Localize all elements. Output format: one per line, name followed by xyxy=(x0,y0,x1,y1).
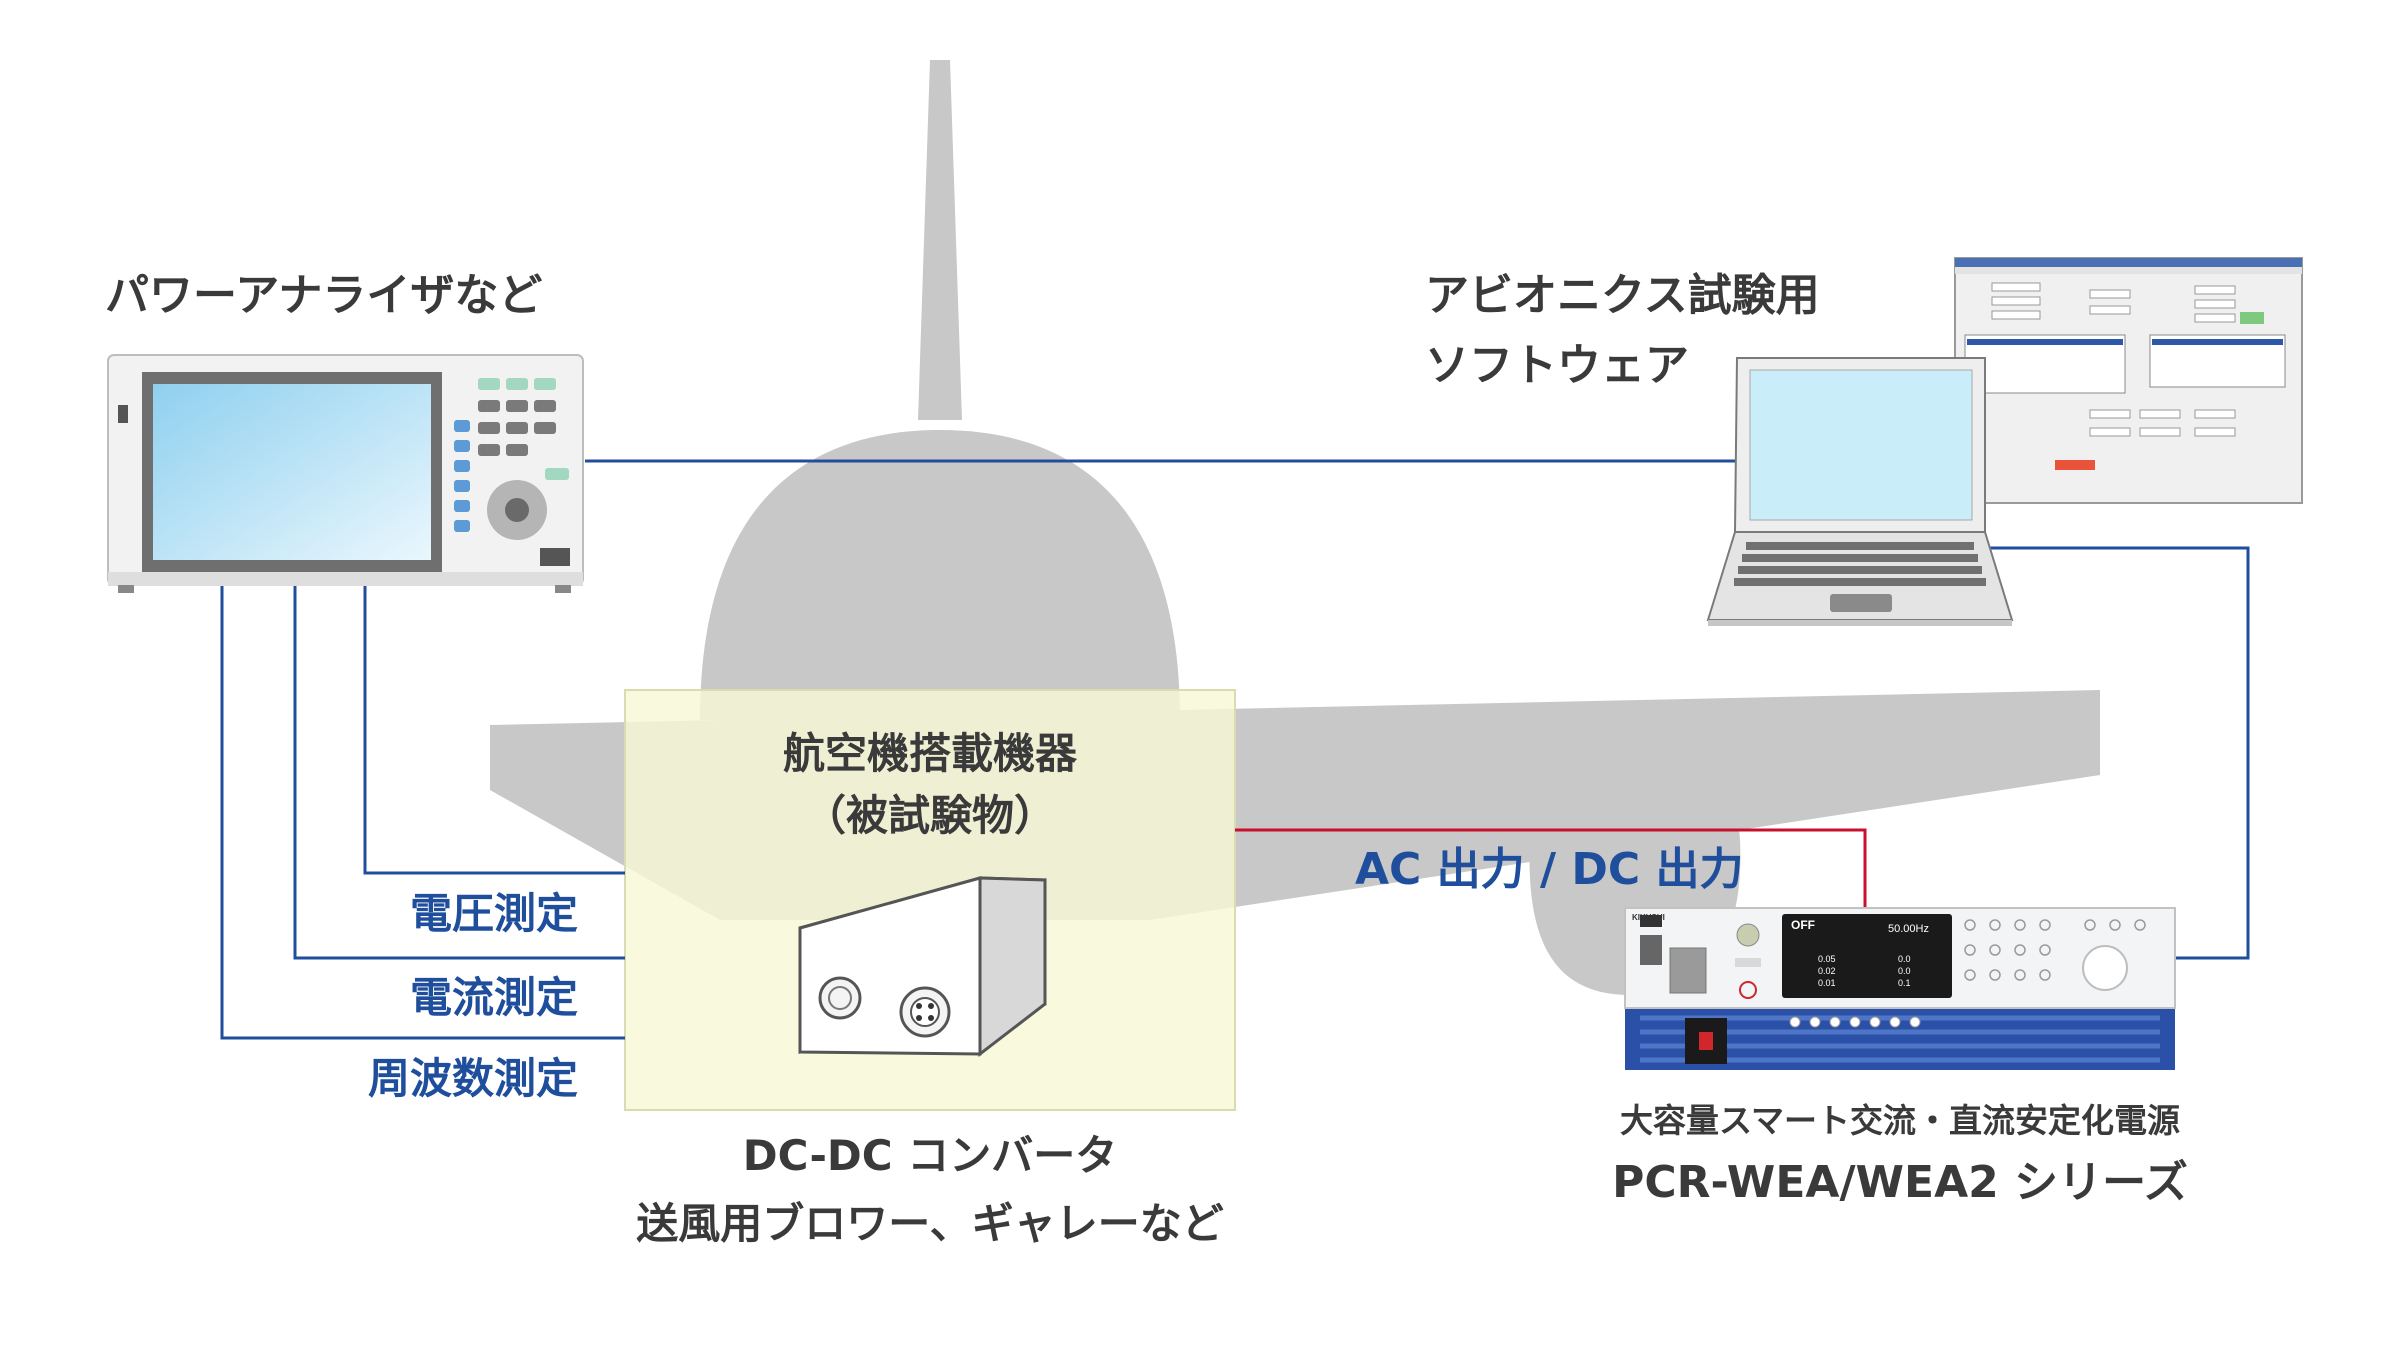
psu-output-off: OFF xyxy=(1791,918,1815,932)
dut-title: 航空機搭載機器 xyxy=(782,729,1077,778)
psu-brand: KIKUSUI xyxy=(1632,913,1665,922)
current-measure-label: 電流測定 xyxy=(409,973,578,1022)
signal-lines xyxy=(220,459,2250,1040)
dut-examples-line1: DC-DC コンバータ xyxy=(742,1131,1118,1180)
voltage-measure-label: 電圧測定 xyxy=(409,889,578,938)
power-analyzer-icon xyxy=(107,354,584,593)
dut-examples-line2: 送風用ブロワー、ギャレーなど xyxy=(636,1199,1224,1248)
power-output-line xyxy=(1235,828,1867,912)
airplane-fuselage xyxy=(700,430,1180,720)
psu-description-label: 大容量スマート交流・直流安定化電源 xyxy=(1619,1101,2180,1140)
psu-reading-left-3: 0.01 xyxy=(1818,978,1836,988)
psu-reading-right-2: 0.0 xyxy=(1898,966,1911,976)
power-analyzer-label: パワーアナライザなど xyxy=(105,270,543,321)
software-label-line2: ソフトウェア xyxy=(1425,340,1689,391)
frequency-line xyxy=(220,585,625,1040)
dc-dc-converter-icon xyxy=(798,876,1047,1058)
voltage-line xyxy=(363,585,625,875)
laptop-icon xyxy=(1706,357,2014,626)
psu-reading-left-2: 0.02 xyxy=(1818,966,1836,976)
dut-subtitle: （被試験物） xyxy=(803,791,1056,840)
software-label-line1: アビオニクス試験用 xyxy=(1425,270,1820,321)
ac-dc-output-label: AC 出力 / DC 出力 xyxy=(1355,844,1744,895)
psu-reading-right-3: 0.1 xyxy=(1898,978,1911,988)
laptop-to-psu-line xyxy=(1985,546,2250,960)
power-supply-icon: OFF 50.00Hz 0.05 0.02 0.01 0.0 0.0 0.1 K… xyxy=(1624,907,2176,1070)
software-window-icon xyxy=(1954,257,2303,504)
current-line xyxy=(293,585,625,960)
psu-frequency: 50.00Hz xyxy=(1888,923,1929,935)
frequency-measure-label: 周波数測定 xyxy=(367,1054,578,1103)
psu-reading-right-1: 0.0 xyxy=(1898,954,1911,964)
airplane-tail-fin xyxy=(918,60,962,420)
psu-model-label: PCR-WEA/WEA2 シリーズ xyxy=(1612,1157,2188,1208)
psu-reading-left-1: 0.05 xyxy=(1818,954,1836,964)
